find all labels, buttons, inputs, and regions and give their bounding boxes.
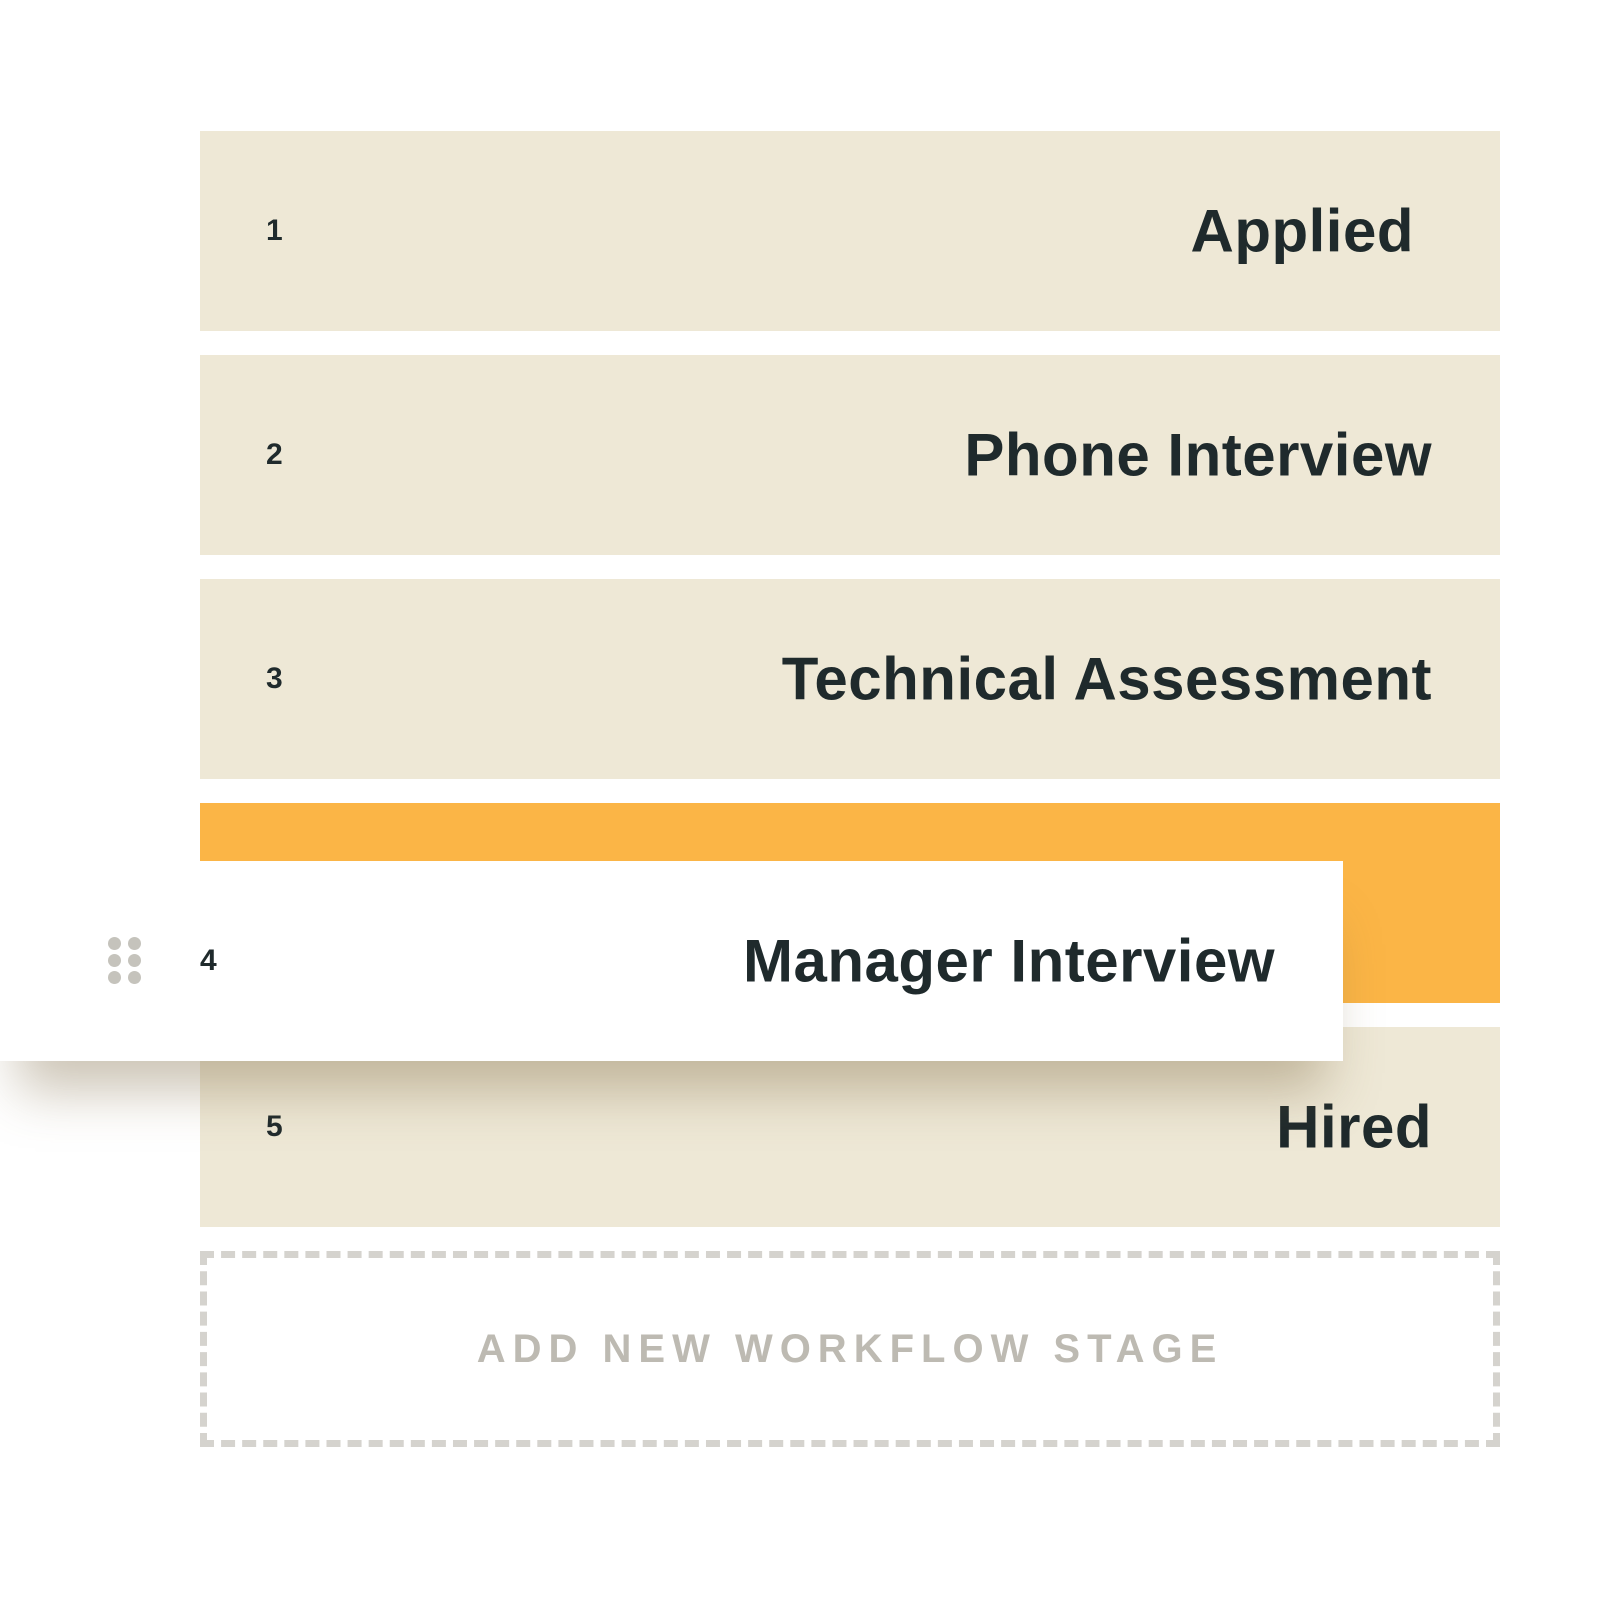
stage-number: 1 xyxy=(266,214,283,247)
workflow-stage-technical-assessment[interactable]: 3 Technical Assessment xyxy=(200,579,1500,779)
stage-number: 2 xyxy=(266,438,283,471)
add-workflow-stage-label: ADD NEW WORKFLOW STAGE xyxy=(476,1326,1224,1371)
stage-number: 3 xyxy=(266,662,283,695)
stage-number: 5 xyxy=(266,1110,283,1143)
stage-label: Hired xyxy=(1276,1093,1432,1161)
workflow-stage-phone-interview[interactable]: 2 Phone Interview xyxy=(200,355,1500,555)
stage-label: Manager Interview xyxy=(742,927,1275,995)
workflow-stage-applied[interactable]: 1 Applied xyxy=(200,131,1500,331)
workflow-stage-manager-interview-dragging[interactable]: 4 Manager Interview xyxy=(0,861,1343,1061)
stage-label: Technical Assessment xyxy=(781,645,1432,713)
stage-number: 4 xyxy=(200,944,217,977)
stage-label: Phone Interview xyxy=(964,421,1432,489)
add-workflow-stage-button[interactable]: ADD NEW WORKFLOW STAGE xyxy=(200,1251,1500,1447)
stage-label: Applied xyxy=(1190,197,1414,265)
drag-handle-icon[interactable] xyxy=(108,937,142,985)
